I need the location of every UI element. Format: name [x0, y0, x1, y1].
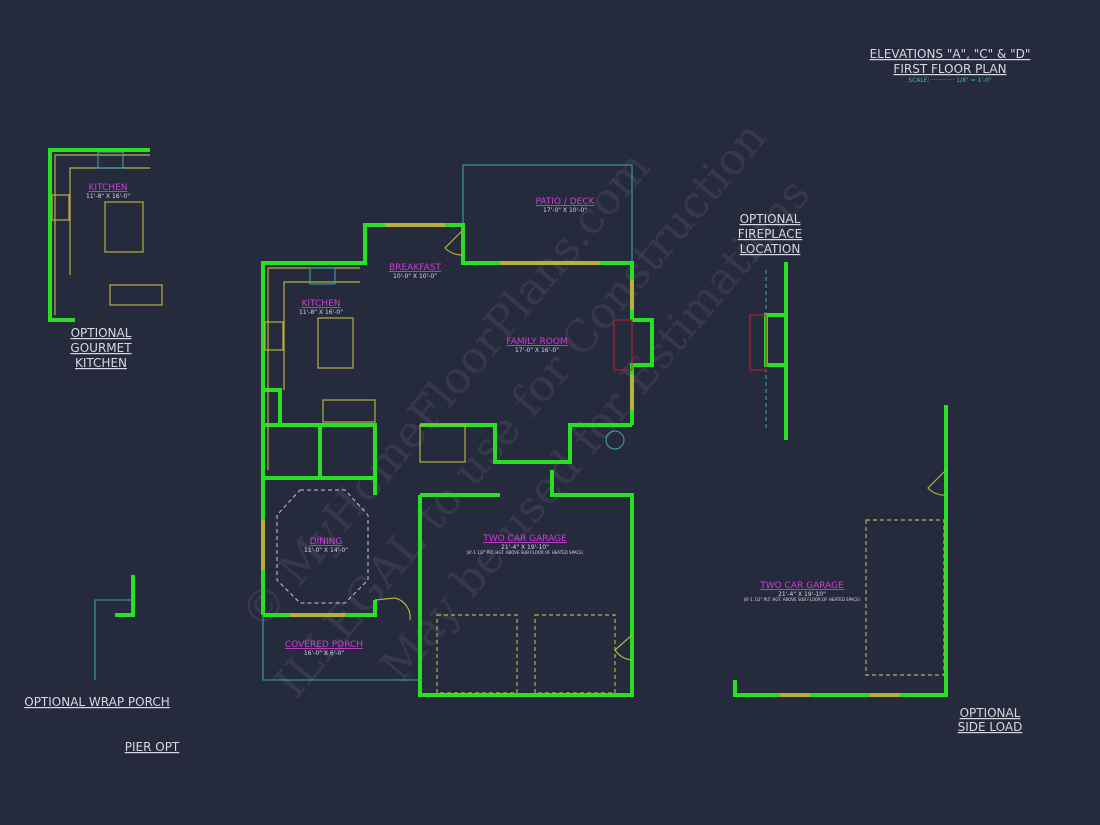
kitchen-dim: 11'-8" X 16'-0" [299, 309, 343, 316]
gourmet-title-1: OPTIONAL [71, 326, 132, 340]
stairs [419, 424, 466, 463]
fireplace-title-1: OPTIONAL [740, 212, 801, 226]
side-load-garage-dim: 21'-4" X 19'-10" [778, 591, 826, 598]
garage-dim: 21'-4" X 19'-10" [501, 544, 549, 551]
optional-fireplace [749, 262, 788, 440]
patio-label: PATIO / DECK [535, 197, 595, 207]
gourmet-kitchen-label: KITCHEN [89, 183, 128, 193]
hall-wall [263, 423, 377, 478]
dining-dim: 11'-0" X 14'-0" [304, 547, 348, 554]
optional-side-load-garage: TWO CAR GARAGE 21'-4" X 19'-10" (8'-1 1/… [733, 405, 948, 697]
title-scale: SCALE: ············ 1/8" = 1'-0" [908, 77, 992, 84]
kitchen-label: KITCHEN [302, 299, 341, 309]
optional-wrap-porch [94, 575, 135, 680]
pier-opt-title: PIER OPT [125, 740, 180, 754]
breakfast-label: BREAKFAST [389, 263, 441, 273]
breakfast-dim: 10'-0" X 10'-0" [393, 273, 437, 280]
covered-porch-dim: 16'-0" X 6'-0" [304, 650, 344, 657]
covered-porch-label: COVERED PORCH [285, 640, 363, 650]
patio-dim: 17'-0" X 10'-0" [543, 207, 587, 214]
side-load-garage-label: TWO CAR GARAGE [759, 581, 844, 591]
wrap-porch-title: OPTIONAL WRAP PORCH [24, 695, 169, 709]
garage-label: TWO CAR GARAGE [482, 534, 567, 544]
garage-note: (8'-1 1/2" PLT. HGT. ABOVE SUB FLOOR OF … [467, 550, 584, 555]
fireplace-title-2: FIREPLACE [738, 227, 803, 241]
pantry-wall [263, 388, 282, 425]
title-plan: FIRST FLOOR PLAN [893, 62, 1006, 76]
optional-gourmet-kitchen: KITCHEN 11'-8" X 16'-0" [48, 148, 163, 322]
title-elevations: ELEVATIONS "A", "C" & "D" [870, 47, 1031, 61]
dining-table-outline [276, 489, 369, 604]
stair-wall [420, 423, 632, 464]
main-floor-plan [261, 164, 654, 697]
side-load-title-1: OPTIONAL [960, 706, 1021, 720]
fireplace-title-3: LOCATION [740, 242, 801, 256]
gourmet-title-2: GOURMET [70, 341, 132, 355]
side-load-title-2: SIDE LOAD [958, 720, 1023, 734]
watermark-line-2: ILLEGAL to use for Construction [265, 112, 776, 707]
gourmet-title-3: KITCHEN [75, 356, 127, 370]
side-load-garage-note: (8'-1 1/2" PLT. HGT. ABOVE SUB FLOOR OF … [744, 597, 861, 602]
dining-label: DINING [310, 537, 343, 547]
family-room-label: FAMILY ROOM [506, 337, 567, 347]
garage-walls [418, 470, 634, 697]
family-room-dim: 17'-0" X 16'-0" [515, 347, 559, 354]
gourmet-kitchen-dim: 11'-8" X 16'-0" [86, 193, 130, 200]
